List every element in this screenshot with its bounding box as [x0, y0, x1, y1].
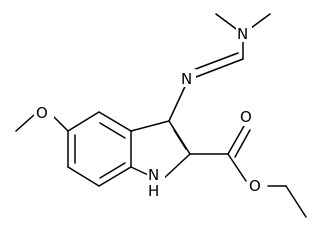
bond-c3a-c4-double-a	[98, 111, 132, 132]
atom-imine-n: N	[181, 70, 192, 88]
bond-methoxy-o-methyl	[15, 114, 35, 132]
bond-ch-imine-double-b	[192, 52, 239, 71]
bond-c4-c5	[67, 111, 100, 132]
bond-c2-n1	[160, 153, 191, 182]
bond-c3-c3a	[130, 120, 170, 132]
bond-carbonyl-c-ester-o	[227, 153, 247, 182]
bond-ch-imine-double-a	[195, 58, 244, 78]
bond-c3a-c4-double-b	[99, 122, 126, 139]
atom-methoxy-o: O	[36, 104, 48, 122]
bond-c6-c7	[67, 166, 100, 187]
molecule-structure: N N O O O N H	[15, 13, 307, 218]
atom-carbonyl-o: O	[240, 108, 252, 126]
atom-dimethylamino-n: N	[237, 25, 248, 43]
atom-indole-n: N	[148, 166, 159, 184]
bond-ch2-ch3	[285, 185, 307, 218]
atom-ester-o: O	[249, 177, 261, 195]
bond-c7-c7a-double-a	[98, 166, 132, 187]
atom-labels: N N O O O N H	[34, 24, 267, 201]
bond-c3-c2-double-b	[173, 129, 187, 150]
bond-carbonyl-double-b	[234, 129, 251, 158]
bond-c5-methoxy-o	[53, 116, 69, 132]
atom-indole-h: H	[148, 182, 159, 200]
bond-carbonyl-double-a	[227, 125, 245, 155]
bond-c7-c7a-double-b	[99, 162, 126, 179]
